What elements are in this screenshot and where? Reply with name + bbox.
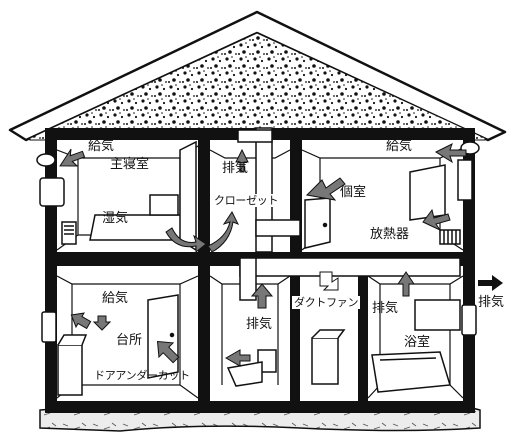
arrow-icon (235, 148, 249, 173)
arrow-icon (434, 143, 467, 164)
master-wardrobe (179, 140, 197, 252)
bathroom-exhaust-vent (461, 304, 477, 336)
private-room-door (304, 197, 331, 249)
outside-exhaust-arrow-icon (478, 275, 503, 291)
wc-exhaust-label: 排気 (246, 317, 273, 332)
arrow-icon (207, 211, 240, 253)
private-supply-vent (457, 141, 480, 201)
outside-exhaust-label: 排気 (478, 295, 505, 310)
toilet (226, 349, 277, 387)
private-room-window (409, 164, 446, 221)
arrow-icon (165, 227, 207, 254)
bathtub (371, 351, 451, 393)
humidity-label: 湿気 (102, 211, 129, 226)
arrow-icon (305, 177, 346, 201)
arrow-icon (156, 340, 180, 364)
dehumidifier (61, 221, 77, 245)
bathroom-label: 浴室 (404, 335, 431, 350)
arrow-icon (70, 312, 92, 330)
duct-fan-unit (311, 329, 346, 385)
kitchen-supply-vent (41, 311, 57, 343)
door-undercut-label: ドアアンダーカット (94, 369, 190, 382)
master-bed (89, 194, 186, 241)
bath-exhaust-label: 排気 (372, 301, 399, 316)
master-bedroom-label: 主寝室 (110, 157, 150, 172)
master-supply-vent (36, 153, 65, 207)
horizontal-duct (239, 257, 461, 301)
arrow-icon (224, 349, 251, 367)
private-room-label: 個室 (340, 185, 367, 200)
bathroom-window (414, 299, 461, 331)
kitchen-cabinet (57, 334, 88, 396)
arrow-icon (397, 271, 415, 297)
arrow-icon (422, 208, 451, 232)
closet-label: クローゼット (212, 194, 281, 207)
duct-fan-label: ダクトファン (292, 296, 361, 309)
arrow-icon (59, 148, 86, 167)
kitchen-supply-label: 給気 (102, 291, 129, 306)
closet-exhaust-label: 排気 (222, 161, 249, 176)
kitchen-door (147, 294, 179, 379)
master-supply-label: 給気 (88, 139, 115, 154)
radiator (439, 229, 461, 245)
arrow-icon (92, 315, 112, 331)
private-supply-label: 給気 (386, 139, 413, 154)
vertical-duct (237, 127, 301, 253)
arrow-icon (250, 283, 274, 309)
radiator-label: 放熱器 (370, 227, 410, 242)
kitchen-label: 台所 (116, 333, 143, 348)
arrow-icon (319, 271, 339, 291)
